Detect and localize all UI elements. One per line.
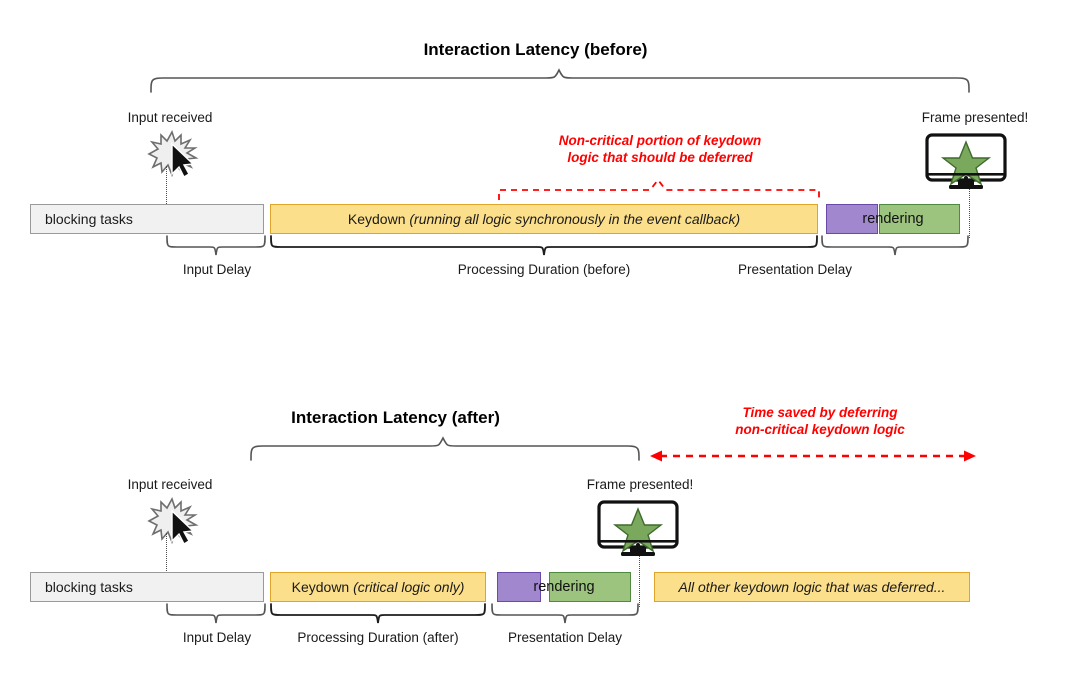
input-received-label-before: Input received xyxy=(127,110,213,125)
spark-burst-icon xyxy=(147,130,199,178)
diagram-after-title: Interaction Latency (after) xyxy=(291,408,500,427)
presentation-delay-brace-before xyxy=(821,235,969,256)
bar-deferred-work: All other keydown logic that was deferre… xyxy=(654,572,970,602)
red-annotation-after-line-1: Time saved by deferring xyxy=(742,405,898,420)
red-annotation-line-2: logic that should be deferred xyxy=(567,149,753,165)
mouse-cursor-icon xyxy=(171,509,195,545)
bar-label-blocking-tasks: blocking tasks xyxy=(45,211,133,227)
frame-presented-label-before: Frame presented! xyxy=(921,110,1029,125)
bar-label-blocking-tasks-after: blocking tasks xyxy=(45,579,133,595)
bar-pre-render-before xyxy=(826,204,878,234)
bar-blocking-tasks-after: blocking tasks xyxy=(30,572,264,602)
diagram-before-title: Interaction Latency (before) xyxy=(423,40,648,59)
frame-guide-line-after xyxy=(639,552,640,607)
input-delay-brace-before xyxy=(166,235,266,256)
red-annotation-before: Non-critical portion of keydown logic th… xyxy=(460,133,860,167)
bar-label-keydown-before: Keydown (running all logic synchronously… xyxy=(271,212,817,226)
phase-label-processing-duration-before: Processing Duration (before) xyxy=(457,262,631,277)
monitor-star-icon xyxy=(597,500,679,556)
red-dashed-brace-before xyxy=(498,178,820,200)
phase-label-presentation-delay-before: Presentation Delay xyxy=(737,262,853,277)
phase-label-presentation-delay-after: Presentation Delay xyxy=(507,630,623,645)
bar-label-keydown-italic: (running all logic synchronously in the … xyxy=(409,211,741,227)
input-delay-brace-after xyxy=(166,603,266,624)
phase-label-processing-duration-after: Processing Duration (after) xyxy=(297,630,459,645)
input-guide-line-before xyxy=(166,166,167,208)
processing-duration-brace-before xyxy=(270,235,818,256)
input-guide-line-after xyxy=(166,533,167,575)
phase-label-input-delay-after: Input Delay xyxy=(182,630,252,645)
bar-label-keydown-after-plain: Keydown xyxy=(291,579,354,595)
bar-label-deferred-work: All other keydown logic that was deferre… xyxy=(655,580,969,594)
bar-label-keydown-after: Keydown (critical logic only) xyxy=(271,580,485,594)
red-annotation-line-1: Non-critical portion of keydown xyxy=(558,133,762,148)
processing-duration-brace-after xyxy=(270,603,486,624)
frame-presented-label-after: Frame presented! xyxy=(586,477,694,492)
bar-pre-render-after xyxy=(497,572,541,602)
input-received-label-after: Input received xyxy=(127,477,213,492)
bar-label-keydown-plain: Keydown xyxy=(347,211,410,227)
bar-label-deferred-work-text: All other keydown logic that was deferre… xyxy=(678,579,946,595)
bar-keydown-before: Keydown (running all logic synchronously… xyxy=(270,204,818,234)
bar-keydown-after: Keydown (critical logic only) xyxy=(270,572,486,602)
interaction-latency-brace-before xyxy=(150,68,970,93)
interaction-latency-brace-after xyxy=(250,436,640,461)
bar-blocking-tasks-before: blocking tasks xyxy=(30,204,264,234)
red-annotation-after-line-2: non-critical keydown logic xyxy=(735,421,905,437)
bar-render-before xyxy=(879,204,960,234)
spark-burst-icon xyxy=(147,497,199,545)
frame-guide-line-before xyxy=(969,186,970,238)
bar-label-keydown-after-italic: (critical logic only) xyxy=(353,579,465,595)
time-saved-arrow xyxy=(650,450,976,462)
red-annotation-after: Time saved by deferring non-critical key… xyxy=(660,405,980,439)
bar-render-after xyxy=(549,572,631,602)
presentation-delay-brace-after xyxy=(491,603,639,624)
mouse-cursor-icon xyxy=(171,142,195,178)
phase-label-input-delay-before: Input Delay xyxy=(182,262,252,277)
monitor-star-icon xyxy=(925,133,1007,189)
